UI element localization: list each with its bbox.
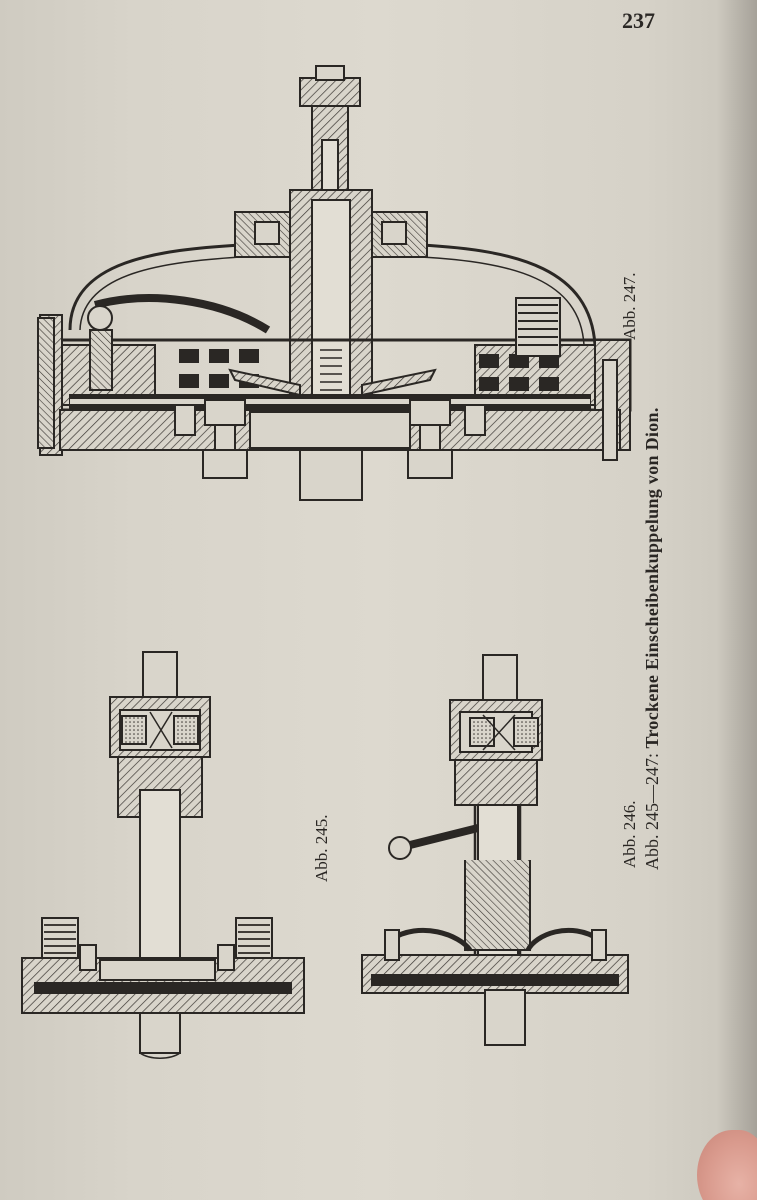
caption-fig-245: Abb. 245.: [312, 814, 331, 882]
fig247: [37, 65, 632, 501]
caption-range: Abb. 245—247:: [642, 753, 662, 870]
page-edge-shadow: [717, 0, 757, 1200]
caption-fig-246: Abb. 246.: [620, 800, 639, 868]
top-nut: [299, 77, 361, 107]
page-number: 237: [622, 8, 655, 33]
caption-fig-247: Abb. 247.: [620, 272, 639, 340]
caption-main: Abb. 245—247: Trockene Einscheibenkuppel…: [642, 407, 663, 870]
fig246: [361, 654, 629, 1046]
finger-at-corner: [697, 1130, 757, 1200]
fig245: [21, 651, 305, 1059]
caption-title: Trockene Einscheibenkuppelung von Dion.: [642, 407, 662, 749]
